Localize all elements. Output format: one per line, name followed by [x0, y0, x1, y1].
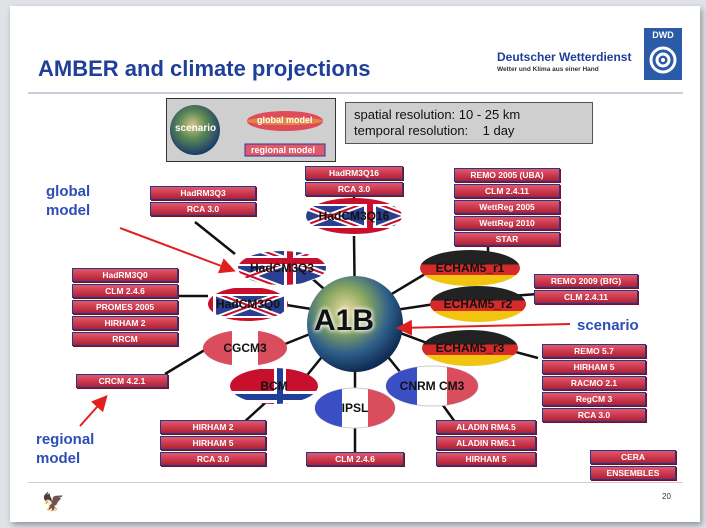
arrow-global-model: [119, 227, 236, 274]
regional-box: CLM 2.4.11: [534, 290, 638, 304]
annotation-scenario: scenario: [577, 317, 639, 334]
org-name: Deutscher Wetterdienst: [497, 50, 632, 64]
label-ipsl: IPSL: [341, 401, 369, 415]
label-hadcm3q3: HadCM3Q3: [249, 261, 314, 275]
regional-box: HIRHAM 2: [160, 420, 266, 434]
legend-regional-model: regional model: [251, 145, 316, 155]
regional-box: WettReg 2010: [454, 216, 560, 230]
regional-box: CLM 2.4.6: [306, 452, 404, 466]
regional-box: HadRM3Q0: [72, 268, 178, 282]
annotation-global-line2: model: [46, 202, 91, 219]
dwd-logo: DWD: [644, 28, 682, 80]
regional-stack-other: CERA ENSEMBLES: [590, 450, 676, 480]
regional-box: ALADIN RM4.5: [436, 420, 536, 434]
annotation-regional-line1: regional: [36, 431, 95, 448]
regional-box: CLM 2.4.6: [72, 284, 178, 298]
regional-box: RegCM 3: [542, 392, 646, 406]
swirl-icon: [649, 46, 677, 74]
header-divider: [28, 92, 683, 94]
regional-box: HadRM3Q3: [150, 186, 256, 200]
page-number: 20: [662, 492, 671, 501]
regional-box: RACMO 2.1: [542, 376, 646, 390]
ellipse-hadcm3q16: [306, 198, 402, 234]
annotation-global-model: global model: [46, 182, 90, 220]
regional-box: PROMES 2005: [72, 300, 178, 314]
legend-scenario: scenario: [175, 123, 217, 134]
label-echam5-r2: ECHAM5_r2: [443, 297, 513, 311]
regional-box: REMO 2005 (UBA): [454, 168, 560, 182]
regional-stack-hadcm3q16: HadRM3Q16 RCA 3.0: [305, 166, 403, 196]
model-diagram: [79, 194, 571, 454]
regional-stack-bcm: HIRHAM 2 HIRHAM 5 RCA 3.0: [160, 420, 266, 466]
ellipse-echam5-r1: [420, 250, 520, 286]
label-hadcm3q16: HadCM3Q16: [318, 209, 390, 223]
dwd-logo-text: DWD: [652, 30, 674, 40]
slide-title: AMBER and climate projections: [38, 56, 371, 81]
regional-box: RCA 3.0: [160, 452, 266, 466]
temporal-resolution: temporal resolution: 1 day: [354, 123, 515, 138]
label-cgcm3: CGCM3: [223, 341, 267, 355]
ellipse-echam5-r2: [430, 286, 526, 322]
spatial-resolution: spatial resolution: 10 - 25 km: [354, 107, 521, 122]
resolution-box: spatial resolution: 10 - 25 km temporal …: [345, 102, 593, 144]
regional-box: ENSEMBLES: [590, 466, 676, 480]
regional-stack-hadcm3q3: HadRM3Q3 RCA 3.0: [150, 186, 256, 216]
footer-divider: [28, 482, 683, 483]
regional-box: WettReg 2005: [454, 200, 560, 214]
regional-box: CERA: [590, 450, 676, 464]
regional-stack-hadcm3q0: HadRM3Q0 CLM 2.4.6 PROMES 2005 HIRHAM 2 …: [72, 268, 178, 346]
org-tagline: Wetter und Klima aus einer Hand: [497, 66, 599, 73]
regional-box: HadRM3Q16: [305, 166, 403, 180]
regional-stack-echam5-r1: REMO 2005 (UBA) CLM 2.4.11 WettReg 2005 …: [454, 168, 560, 246]
ellipse-echam5-r3: [422, 330, 518, 366]
ellipse-bcm: [230, 368, 318, 404]
regional-stack-cnrm: ALADIN RM4.5 ALADIN RM5.1 HIRHAM 5: [436, 420, 536, 466]
regional-stack-echam5-r2: REMO 2009 (BfG) CLM 2.4.11: [534, 274, 638, 304]
regional-stack-echam5-r3: REMO 5.7 HIRHAM 5 RACMO 2.1 RegCM 3 RCA …: [542, 344, 646, 422]
globe-a1b: [307, 276, 403, 372]
regional-box: RCA 3.0: [542, 408, 646, 422]
regional-box: HIRHAM 5: [542, 360, 646, 374]
label-cnrm-cm3: CNRM CM3: [399, 379, 465, 393]
regional-stack-ipsl: CLM 2.4.6: [306, 452, 404, 466]
regional-box: REMO 5.7: [542, 344, 646, 358]
regional-box: HIRHAM 5: [436, 452, 536, 466]
annotation-regional-model: regional model: [36, 430, 94, 468]
arrow-regional-model: [79, 395, 108, 427]
canada-white-band: [232, 330, 258, 366]
annotation-regional-line2: model: [36, 450, 81, 467]
arrow-scenario: [396, 319, 571, 336]
regional-box: REMO 2009 (BfG): [534, 274, 638, 288]
regional-box: RCA 3.0: [305, 182, 403, 196]
regional-box: CRCM 4.2.1: [76, 374, 168, 388]
regional-box: HIRHAM 2: [72, 316, 178, 330]
regional-box: CLM 2.4.11: [454, 184, 560, 198]
federal-eagle-icon: 🦅: [42, 492, 65, 512]
legend-box: scenario global model regional model: [166, 98, 336, 162]
label-bcm: BCM: [260, 379, 288, 393]
slide: { "title": "AMBER and climate projection…: [10, 6, 700, 522]
legend-global-model: global model: [257, 115, 313, 125]
regional-box: ALADIN RM5.1: [436, 436, 536, 450]
regional-box: RCA 3.0: [150, 202, 256, 216]
annotation-global-line1: global: [46, 183, 91, 200]
scenario-a1b-label: A1B: [314, 304, 375, 337]
ellipse-hadcm3q0: [208, 287, 288, 321]
label-echam5-r3: ECHAM5_r3: [435, 341, 505, 355]
ellipse-hadcm3q3: [238, 251, 326, 285]
label-hadcm3q0: HadCM3Q0: [215, 297, 280, 311]
regional-box: RRCM: [72, 332, 178, 346]
label-echam5-r1: ECHAM5_r1: [435, 261, 505, 275]
regional-box: STAR: [454, 232, 560, 246]
regional-stack-cgcm3: CRCM 4.2.1: [76, 374, 168, 388]
globe-icon: [170, 105, 220, 155]
regional-box: HIRHAM 5: [160, 436, 266, 450]
